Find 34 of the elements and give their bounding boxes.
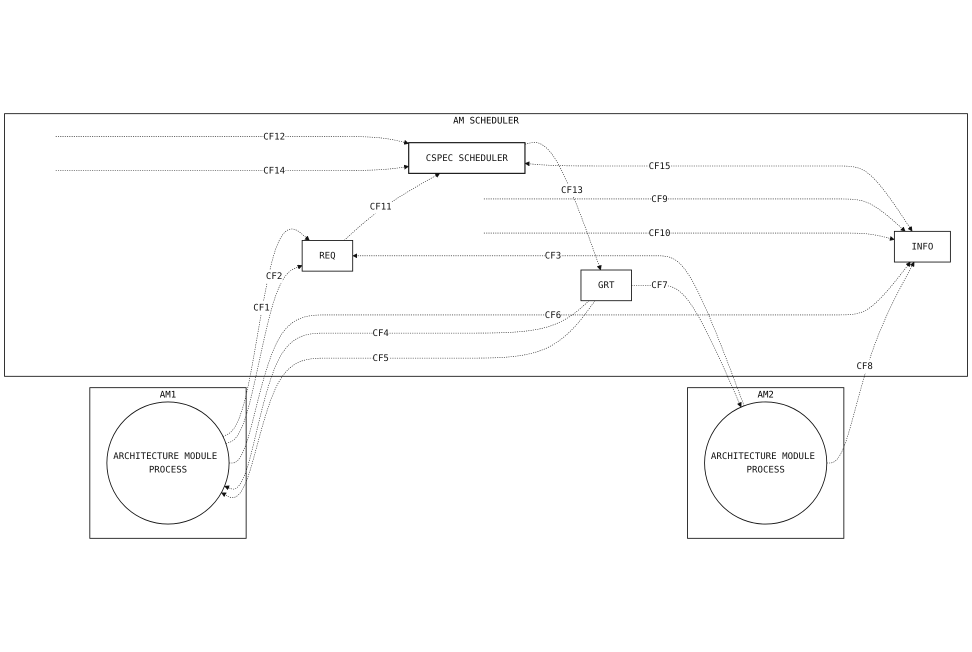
arrow (222, 228, 310, 437)
edge-label: CF14 (263, 164, 286, 176)
arrow (344, 173, 440, 241)
arrow (226, 264, 302, 444)
node-circle: ARCHITECTURE MODULE PROCESS (106, 401, 230, 525)
edge-label: CF13 (561, 184, 583, 196)
node-box: CSPEC SCHEDULER (408, 142, 526, 174)
arrow (55, 136, 409, 145)
arrow (484, 232, 895, 241)
edge-label: CF1 (253, 302, 270, 313)
edge-label: CF2 (266, 270, 282, 282)
node-circle: ARCHITECTURE MODULE PROCESS (704, 401, 828, 525)
arrow (524, 161, 912, 232)
edge-label: CF11 (370, 201, 392, 212)
arrow (352, 253, 744, 406)
edge-label: CF9 (651, 193, 668, 204)
node-box: GRT (580, 270, 632, 302)
edge-label: CF7 (651, 280, 668, 290)
edge-label: CF3 (544, 250, 562, 261)
edge-label: CF5 (372, 352, 389, 364)
edge-label: CF8 (856, 360, 873, 372)
edge-label: CF6 (544, 309, 562, 320)
arrow (484, 198, 906, 232)
edge-label: CF15 (648, 160, 670, 172)
arrow (228, 262, 911, 464)
node-box: INFO (894, 230, 951, 262)
edge-label: CF4 (372, 327, 389, 338)
arrow (826, 262, 914, 464)
arrow (631, 285, 742, 408)
edge-label: CF12 (263, 130, 286, 142)
node-box: REQ (302, 240, 354, 272)
arrow (55, 164, 409, 171)
edge-label: CF10 (648, 227, 670, 238)
arrow (524, 142, 602, 270)
